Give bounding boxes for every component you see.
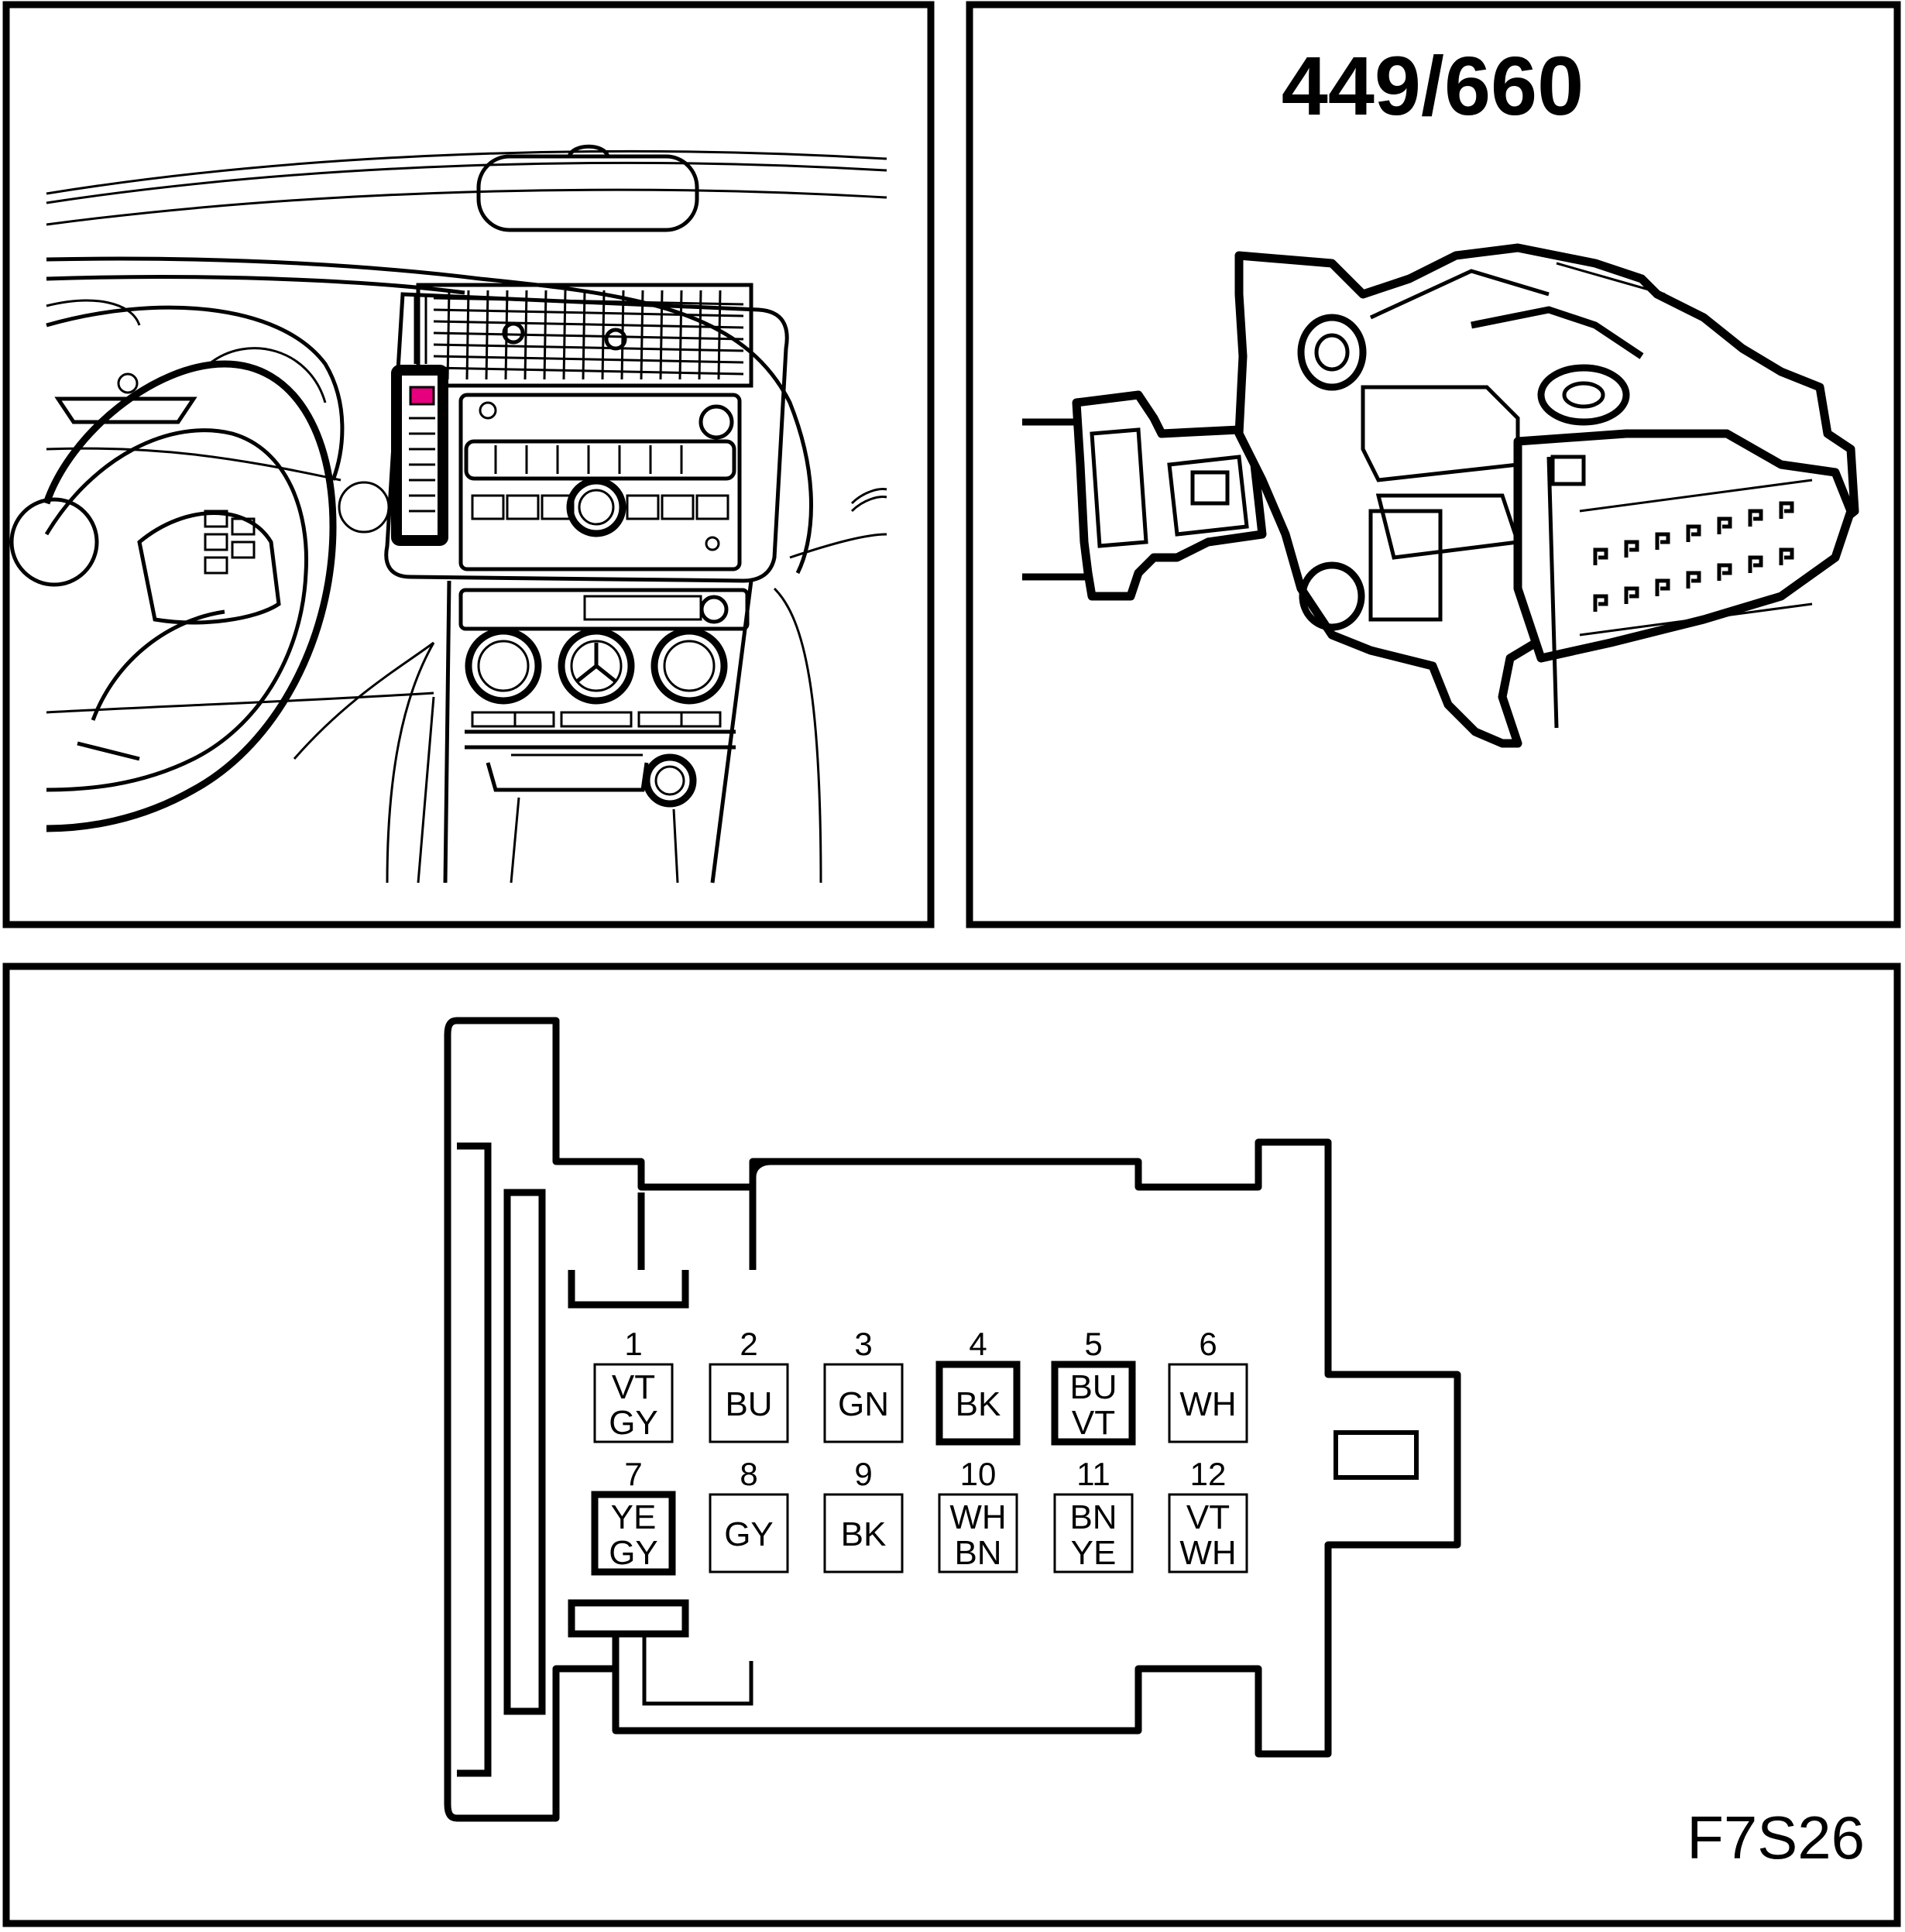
wire-color: GN [838,1385,889,1423]
figure-code: F7S26 [1687,1803,1865,1872]
pin-box [823,1493,904,1573]
pin-number: 3 [854,1326,872,1362]
wire-color: BU [725,1385,772,1423]
wire-color: BK [956,1385,1001,1423]
pin-number: 9 [854,1456,872,1492]
pin-grid: 1VTGY2BU3GN4BK5BUVT6WH7YEGY8GY9BK10WHBN1… [591,1326,1248,1576]
pin-2: 2BU [709,1326,789,1443]
wire-color: GY [724,1515,774,1553]
connector-number: 449/660 [1282,39,1584,132]
pin-box [1168,1363,1248,1443]
pin-6: 6WH [1168,1326,1248,1443]
pin-4: 4BK [935,1326,1021,1446]
pin-number: 12 [1190,1456,1227,1492]
pin-box [938,1493,1018,1573]
wire-color: BN [1069,1498,1117,1536]
pin-number: 2 [740,1326,757,1362]
wire-color: YE [611,1498,657,1536]
panel-connector-3d-frame [966,1,1901,928]
wire-color: GY [609,1404,658,1442]
pinout-housing [444,1017,1461,1822]
pin-box [709,1363,789,1443]
vent-grille-lines [433,290,744,380]
wire-color: BN [954,1534,1001,1572]
location-marker [391,365,448,546]
wire-color: WH [1179,1534,1236,1572]
pin-box [823,1363,904,1443]
wire-color: WH [949,1498,1006,1536]
wire-color: YE [1071,1534,1117,1572]
pin-9: 9BK [823,1456,904,1573]
pin-number: 6 [1199,1326,1217,1362]
pin-8: 8GY [709,1456,789,1573]
pin-box [1051,1361,1136,1446]
pin-number: 1 [624,1326,642,1362]
pin-number: 7 [624,1456,642,1492]
pin-number: 10 [960,1456,997,1492]
pin-box [1168,1493,1248,1573]
pin-number: 4 [969,1326,987,1362]
wire-color: VT [1186,1498,1230,1536]
pin-number: 8 [740,1456,757,1492]
wire-color: BU [1069,1368,1117,1406]
wire-color: GY [609,1534,658,1572]
wire-color: VT [1072,1404,1115,1442]
pin-box [935,1361,1021,1446]
pin-number: 5 [1084,1326,1102,1362]
panel-pinout-frame [2,963,1901,1927]
connector-3d-illustration [1022,243,1859,748]
wire-color: WH [1179,1385,1236,1423]
wire-color: BK [841,1515,887,1553]
pin-cavities [1593,501,1794,612]
pin-box [1053,1493,1134,1573]
wire-color: VT [612,1368,655,1406]
panel-dashboard-frame [2,1,935,928]
pin-3: 3GN [823,1326,904,1443]
pin-box [709,1493,789,1573]
pin-number: 11 [1076,1456,1110,1492]
dashboard-illustration [9,144,887,884]
pin-box [591,1491,676,1576]
pin-box [593,1363,674,1443]
